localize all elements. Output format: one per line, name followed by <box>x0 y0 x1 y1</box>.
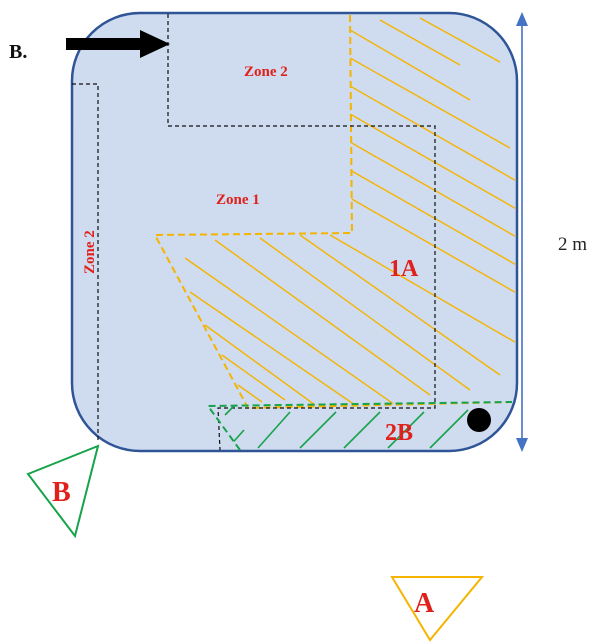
area-1a-boundary <box>153 14 511 410</box>
triangle-icon <box>26 444 100 539</box>
dimension-label: 2 m <box>558 234 587 255</box>
zone-2-left-label: Zone 2 <box>82 230 98 274</box>
marker-a-label: A <box>414 588 435 619</box>
marker-b-label: B <box>52 477 71 508</box>
area-2b-boundary <box>206 401 513 451</box>
zone-boundaries <box>72 14 436 451</box>
dimension-arrow <box>516 12 528 452</box>
area-1a-label: 1A <box>389 256 419 282</box>
area-2b-hatching <box>224 403 469 449</box>
triangle-icon <box>390 576 485 642</box>
zone-2-top-label: Zone 2 <box>244 64 288 80</box>
entry-marker-label: B. <box>9 41 27 63</box>
filled-circle-icon <box>467 408 491 432</box>
right-arrow-icon <box>66 30 170 58</box>
plate <box>70 11 519 453</box>
zone-1-label: Zone 1 <box>216 192 260 208</box>
area-2b-label: 2B <box>385 420 413 446</box>
